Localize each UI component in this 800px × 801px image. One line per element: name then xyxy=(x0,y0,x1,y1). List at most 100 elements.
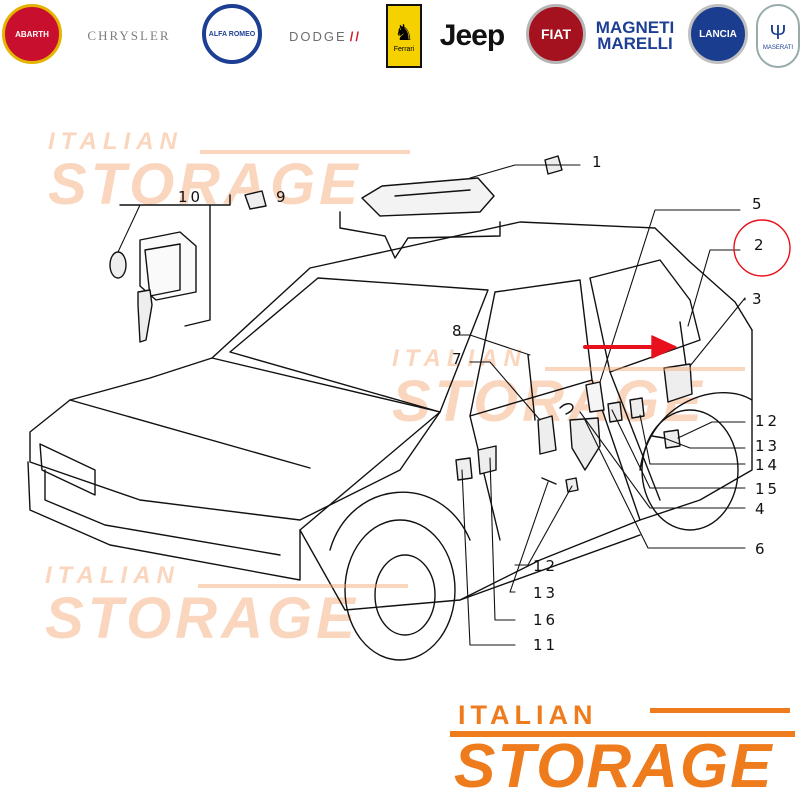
callout-7: 7 xyxy=(452,350,465,368)
car-side-body xyxy=(299,329,753,611)
maserati-logo-text: MASERATI xyxy=(762,45,794,51)
brand-logo-bar: ABARTH CHRYSLER ALFA ROMEO DODGE// ♞Ferr… xyxy=(0,0,800,75)
clip-part xyxy=(565,477,579,493)
control-unit-face xyxy=(144,243,181,297)
callout-10: 10 xyxy=(178,188,204,206)
car-rear-wheel xyxy=(641,409,739,531)
car-front-door-window xyxy=(469,279,593,417)
highlight-circle xyxy=(733,219,791,277)
car-front-wheel-hub xyxy=(374,554,436,636)
leader-1 xyxy=(469,164,581,179)
dodge-logo-text: DODGE xyxy=(289,28,347,44)
car-door-line-1 xyxy=(469,415,501,541)
leader-4 xyxy=(579,411,746,509)
watermark-3-bottom: STORAGE xyxy=(45,586,359,651)
callout-1: 1 xyxy=(592,153,605,171)
abarth-logo-text: ABARTH xyxy=(15,29,49,39)
leader-lines xyxy=(117,164,746,646)
callout-13-left: 13 xyxy=(533,584,559,602)
chrysler-logo-text: CHRYSLER xyxy=(87,28,171,43)
lock-bracket xyxy=(569,417,601,471)
fiat-logo: FIAT xyxy=(526,4,586,64)
callout-5: 5 xyxy=(752,195,765,213)
callout-13-right: 13 xyxy=(755,437,781,455)
interior-light-unit xyxy=(361,177,495,217)
car-sill xyxy=(459,534,641,601)
leader-5 xyxy=(599,209,741,383)
car-front-wheel-arch xyxy=(329,491,471,551)
italian-storage-logo: ITALIAN STORAGE xyxy=(450,700,795,800)
watermark-2-rule xyxy=(545,367,745,371)
watermark-1-rule xyxy=(200,150,410,154)
interior-light-bracket xyxy=(339,211,501,259)
alfa-romeo-logo-text: ALFA ROMEO xyxy=(208,30,256,38)
lock-plate xyxy=(585,381,605,413)
jeep-logo-text: Jeep xyxy=(439,19,505,52)
rear-striker xyxy=(607,401,623,423)
magneti-marelli-line1: MAGNETI xyxy=(595,18,675,37)
callout-12-left: 12 xyxy=(533,557,559,575)
car-door-line-3 xyxy=(609,371,661,501)
callout-2: 2 xyxy=(754,236,767,254)
ignition-key xyxy=(137,289,153,343)
alfa-romeo-logo: ALFA ROMEO xyxy=(202,4,262,64)
leader-12-right xyxy=(677,421,746,439)
abarth-logo: ABARTH xyxy=(2,4,62,64)
chrysler-logo: CHRYSLER xyxy=(64,4,194,68)
rear-clip xyxy=(663,429,681,449)
ferrari-logo-text: Ferrari xyxy=(393,45,415,53)
callout-8: 8 xyxy=(452,322,465,340)
callout-3: 3 xyxy=(752,290,765,308)
callout-14: 14 xyxy=(755,456,781,474)
leader-3 xyxy=(689,297,746,367)
leader-6 xyxy=(584,419,746,549)
car-front-grille xyxy=(44,469,281,556)
watermark-1-top: ITALIAN xyxy=(48,128,183,155)
highlight-arrowhead xyxy=(651,335,677,359)
rear-lock-plate xyxy=(629,397,645,419)
watermark-3-rule xyxy=(198,584,408,588)
bulb-part xyxy=(109,251,127,279)
jeep-logo: Jeep xyxy=(430,4,514,68)
watermark-2-top: ITALIAN xyxy=(392,345,527,372)
fiat-logo-text: FIAT xyxy=(540,26,572,42)
callout-4: 4 xyxy=(755,500,768,518)
rear-lock-mechanism xyxy=(663,363,693,403)
callout-9: 9 xyxy=(276,188,289,206)
watermark-1-bottom: STORAGE xyxy=(48,152,362,217)
leader-16 xyxy=(489,457,516,621)
callout-15: 15 xyxy=(755,480,781,498)
leader-8 xyxy=(454,334,531,356)
callout-11: 11 xyxy=(533,636,559,654)
lock-striker xyxy=(559,403,574,415)
logo-mid-rule xyxy=(450,731,795,737)
leader-7 xyxy=(469,361,541,421)
screw-part xyxy=(541,477,557,485)
trident-icon: Ψ xyxy=(769,22,787,44)
logo-top-rule xyxy=(650,708,790,713)
car-rear-wheel-arch xyxy=(639,392,753,471)
callout-6: 6 xyxy=(755,540,768,558)
leader-13-right xyxy=(663,437,746,449)
door-lock-mechanism xyxy=(537,415,557,455)
watermark-3-top: ITALIAN xyxy=(45,562,180,589)
leader-15 xyxy=(611,409,746,489)
car-hood xyxy=(29,357,441,521)
leader-14 xyxy=(639,414,746,465)
car-headlight xyxy=(39,443,96,496)
rear-screw xyxy=(651,435,665,439)
lancia-logo: LANCIA xyxy=(688,4,748,64)
part-9-icon xyxy=(244,190,267,210)
car-front-bumper xyxy=(27,461,301,581)
car-windshield xyxy=(229,277,489,413)
dodge-logo: DODGE// xyxy=(270,4,380,68)
callout-16: 16 xyxy=(533,611,559,629)
leader-13-left xyxy=(509,481,549,593)
leader-10 xyxy=(117,204,171,253)
car-hood-crease xyxy=(69,399,311,469)
